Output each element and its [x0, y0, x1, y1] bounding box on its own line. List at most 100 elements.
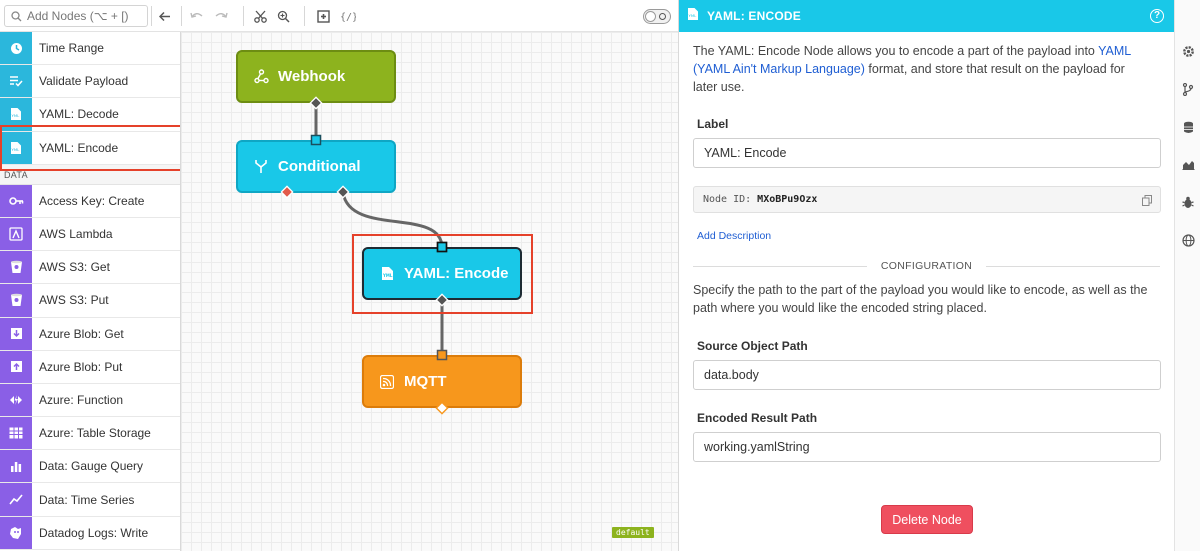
input-port[interactable]: [436, 241, 448, 253]
palette-item[interactable]: Azure: Table Storage: [0, 417, 180, 451]
bolt-icon: [0, 383, 32, 417]
node-id-value: MXoBPu9Ozx: [757, 194, 818, 205]
search-icon: [11, 11, 22, 22]
source-path-input[interactable]: [693, 360, 1161, 390]
node-description: The YAML: Encode Node allows you to enco…: [693, 42, 1160, 96]
result-path-label: Encoded Result Path: [697, 411, 818, 425]
palette-item-label: Data: Gauge Query: [39, 459, 144, 474]
yaml-file-icon: YML: [0, 131, 32, 164]
add-description-link[interactable]: Add Description: [697, 230, 772, 242]
canvas-toolbar: {/}: [150, 0, 678, 32]
copy-icon[interactable]: [1142, 195, 1152, 206]
palette-item-label: Data: Time Series: [39, 492, 135, 507]
palette-item[interactable]: Access Key: Create: [0, 184, 180, 218]
branch-icon: [253, 159, 269, 175]
palette-item-label: Azure Blob: Put: [39, 359, 123, 374]
divider-line: [986, 265, 1161, 267]
source-path-label: Source Object Path: [697, 339, 808, 353]
panel-header: YML YAML: ENCODE ?: [679, 0, 1174, 32]
broadcast-icon: [379, 374, 395, 390]
toggle-switch[interactable]: [643, 9, 671, 24]
flow-canvas[interactable]: Webhook Conditional YML YAML: Encode: [181, 32, 678, 551]
output-port[interactable]: [309, 96, 323, 110]
right-icon-rail: [1174, 0, 1200, 551]
toolbar-separator: [243, 6, 244, 26]
code-icon[interactable]: {/}: [338, 6, 358, 26]
zoom-icon[interactable]: [274, 6, 292, 26]
node-mqtt[interactable]: MQTT: [362, 355, 522, 408]
configuration-divider: CONFIGURATION: [693, 260, 1161, 272]
node-properties-panel: YML YAML: ENCODE ? The YAML: Encode Node…: [678, 0, 1174, 551]
search-box[interactable]: [4, 5, 148, 27]
palette-item-label: Access Key: Create: [39, 193, 145, 208]
result-path-input[interactable]: [693, 432, 1161, 462]
clock-icon: [0, 32, 32, 65]
node-id-label: Node ID:: [703, 194, 752, 205]
palette-item-label: Azure Blob: Get: [39, 326, 124, 341]
label-input[interactable]: [693, 138, 1161, 168]
palette-item[interactable]: AWS S3: Get: [0, 251, 180, 285]
toolbar-separator: [181, 6, 182, 26]
output-port[interactable]: [435, 401, 449, 415]
svg-text:{/}: {/}: [340, 12, 356, 22]
input-port[interactable]: [436, 349, 448, 361]
palette-item-label: Azure: Function: [39, 392, 124, 407]
toolbar-separator: [304, 6, 305, 26]
datadog-icon: [0, 516, 32, 549]
toolbar-separator: [151, 6, 152, 26]
svg-text:YML: YML: [382, 273, 393, 278]
bar-chart-icon: [0, 450, 32, 483]
yaml-link[interactable]: YAML (YAML Ain't Markup Language): [693, 44, 1131, 76]
palette-item[interactable]: YML YAML: Encode: [0, 131, 180, 165]
palette-item[interactable]: Time Range: [0, 32, 180, 66]
configuration-help-text: Specify the path to the part of the payl…: [693, 283, 1148, 315]
output-port-false[interactable]: [280, 185, 294, 199]
node-webhook[interactable]: Webhook: [236, 50, 396, 103]
node-conditional[interactable]: Conditional: [236, 140, 396, 193]
palette-item[interactable]: Validate Payload: [0, 65, 180, 99]
area-chart-icon[interactable]: [1181, 157, 1195, 171]
svg-text:YML: YML: [12, 147, 21, 152]
input-port[interactable]: [310, 134, 322, 146]
node-id-box: Node ID: MXoBPu9Ozx: [693, 186, 1161, 213]
toggle-icon: [659, 13, 666, 20]
blob-upload-icon: [0, 350, 32, 383]
yaml-file-icon: YML: [687, 7, 699, 26]
yaml-file-icon: YML: [0, 98, 32, 131]
back-arrow-icon[interactable]: [156, 6, 174, 26]
configuration-heading: CONFIGURATION: [880, 260, 973, 272]
palette-item[interactable]: AWS Lambda: [0, 217, 180, 252]
palette-item[interactable]: Azure: Function: [0, 383, 180, 418]
palette-item[interactable]: Datadog Logs: Write: [0, 516, 180, 550]
globe-icon[interactable]: [1181, 233, 1195, 247]
palette-item-label: YAML: Encode: [39, 140, 119, 155]
palette-item[interactable]: Data: Time Series: [0, 483, 180, 517]
branch-icon[interactable]: [1181, 82, 1195, 96]
output-port[interactable]: [435, 293, 449, 307]
stage-tag: default: [612, 527, 654, 538]
node-label: YAML: Encode: [404, 265, 509, 282]
output-port-true[interactable]: [336, 185, 350, 199]
blob-download-icon: [0, 317, 32, 350]
bucket-icon: [0, 251, 32, 284]
palette-item-label: Azure: Table Storage: [39, 426, 151, 441]
table-icon: [0, 417, 32, 450]
cut-icon[interactable]: [251, 6, 269, 26]
palette-item[interactable]: Azure Blob: Put: [0, 350, 180, 384]
palette-item[interactable]: Azure Blob: Get: [0, 317, 180, 351]
undo-icon[interactable]: [188, 6, 206, 26]
database-icon[interactable]: [1181, 120, 1195, 134]
add-box-icon[interactable]: [314, 6, 332, 26]
palette-item[interactable]: AWS S3: Put: [0, 284, 180, 318]
gear-icon[interactable]: [1181, 44, 1195, 58]
bug-icon[interactable]: [1181, 195, 1195, 209]
palette-item-label: Datadog Logs: Write: [39, 525, 149, 540]
node-label: Conditional: [278, 158, 361, 175]
redo-icon[interactable]: [212, 6, 230, 26]
delete-node-button[interactable]: Delete Node: [881, 505, 973, 534]
help-icon[interactable]: ?: [1150, 9, 1164, 23]
search-input[interactable]: [27, 8, 145, 24]
palette-item[interactable]: Data: Gauge Query: [0, 450, 180, 484]
